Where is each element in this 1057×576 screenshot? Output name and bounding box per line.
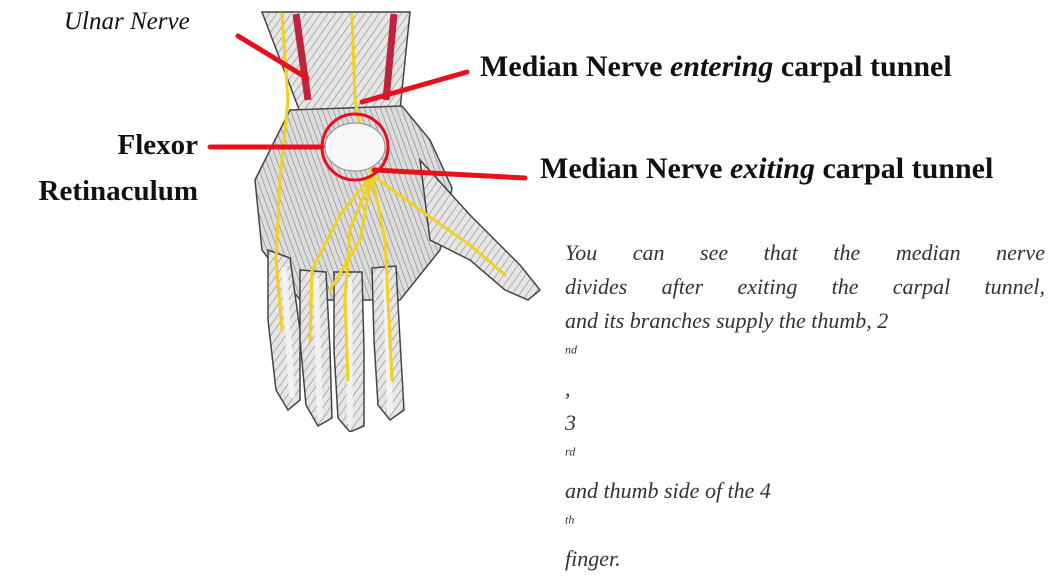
exiting-pre: Median Nerve (540, 152, 730, 185)
caption-line-3-tail: , (565, 372, 1045, 406)
exiting-post: carpal tunnel (815, 152, 993, 185)
flexor-label-line1: Flexor (0, 122, 198, 168)
caption-line-4-sup1: rd (565, 445, 575, 459)
caption-line-4-text: and thumb side of the 4 (565, 474, 1045, 508)
entering-emphasis: entering (670, 50, 773, 83)
caption-line-2: divides after exiting the carpal tunnel, (565, 270, 1045, 304)
explanation-caption: You can see that the median nerve divide… (565, 236, 1045, 576)
entering-pre: Median Nerve (480, 50, 670, 83)
caption-line-4-tail: finger. (565, 542, 1045, 576)
median-nerve-entering-label: Median Nerve entering carpal tunnel (480, 50, 952, 84)
exiting-emphasis: exiting (730, 152, 815, 185)
entering-post: carpal tunnel (773, 50, 951, 83)
ulnar-nerve-label: Ulnar Nerve (64, 8, 190, 36)
flexor-retinaculum (325, 123, 385, 171)
thumb (420, 160, 540, 300)
flexor-label-line2: Retinaculum (0, 168, 198, 214)
caption-line-3-sup: nd (565, 343, 577, 357)
caption-line-4-num: 3 (565, 406, 1045, 440)
caption-line-3: and its branches supply the thumb, 2 nd, (565, 304, 1045, 406)
caption-line-3-text: and its branches supply the thumb, 2 (565, 304, 1045, 338)
caption-line-1: You can see that the median nerve (565, 236, 1045, 270)
caption-line-4-sup2: th (565, 513, 574, 527)
median-nerve-exiting-label: Median Nerve exiting carpal tunnel (540, 152, 993, 186)
flexor-retinaculum-label: Flexor Retinaculum (0, 122, 198, 214)
